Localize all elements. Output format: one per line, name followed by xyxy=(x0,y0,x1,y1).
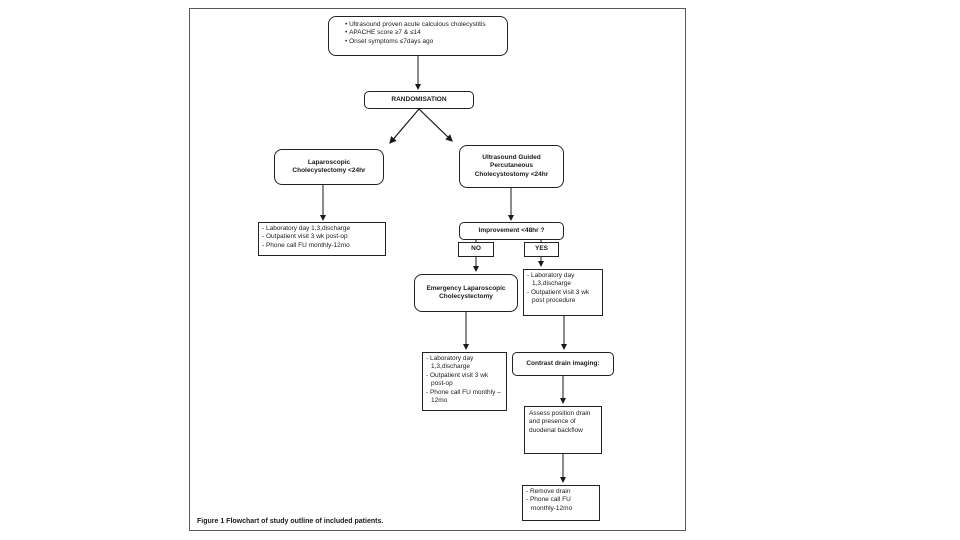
node-yes-followup: - Laboratory day 1,3,discharge - Outpati… xyxy=(523,269,603,316)
criteria-bullet: Onset symptoms ≤7days ago xyxy=(345,38,501,46)
figure-caption: Figure 1 Flowchart of study outline of i… xyxy=(197,518,384,525)
node-laparoscopic-cholecystectomy: Laparoscopic Cholecystectomy <24hr xyxy=(274,149,384,185)
us-line: Ultrasound Guided xyxy=(482,153,541,161)
node-assess-position: Assess position drain and presence of du… xyxy=(524,406,602,454)
assess-text: Assess position drain and presence of du… xyxy=(529,410,591,434)
followup-item: - Phone call FU monthly-12mo xyxy=(262,241,350,249)
emergency-line: Cholecystectomy xyxy=(439,293,493,300)
improvement-label: Improvement <48hr ? xyxy=(478,226,545,234)
node-emergency-cholecystectomy: Emergency Laparoscopic Cholecystectomy xyxy=(414,274,518,312)
followup-item: - Laboratory day 1,3,discharge xyxy=(262,225,351,232)
no-label: NO xyxy=(471,245,481,253)
yes-label: YES xyxy=(534,245,548,253)
node-emergency-followup: - Laboratory day 1,3,discharge - Outpati… xyxy=(422,352,507,411)
followup-item: - Laboratory day 1,3,discharge xyxy=(426,355,474,371)
us-line: Percutaneous xyxy=(490,162,533,170)
followup-item: - Outpatient visit 3 wk post-op xyxy=(426,371,489,388)
lap-line: Laparoscopic xyxy=(307,158,351,166)
node-lap-followup: - Laboratory day 1,3,discharge - Outpati… xyxy=(258,222,386,256)
followup-item: - Outpatient visit 3 wk post procedure xyxy=(527,288,590,305)
randomisation-label: RANDOMISATION xyxy=(391,95,447,103)
emergency-line: Emergency Laparoscopic xyxy=(426,284,506,292)
arrow-randomisation-to-us xyxy=(418,108,453,142)
node-contrast-drain-imaging: Contrast drain imaging: xyxy=(512,352,614,376)
figure-page: Ultrasound proven acute calculous cholec… xyxy=(189,8,686,531)
contrast-label: Contrast drain imaging: xyxy=(526,359,600,367)
criteria-bullet: APACHE score ≥7 & ≤14 xyxy=(345,29,501,37)
followup-item: - Outpatient visit 3 wk post-op xyxy=(262,233,348,241)
node-randomisation: RANDOMISATION xyxy=(364,91,474,109)
node-decision-yes: YES xyxy=(524,242,559,257)
arrow-randomisation-to-lap xyxy=(389,108,420,144)
node-decision-no: NO xyxy=(458,242,494,257)
followup-item: - Laboratory day 1,3,discharge xyxy=(527,272,575,288)
us-line: Cholecystostomy <24hr xyxy=(474,170,549,178)
node-remove-drain: - Remove drain - Phone call FU monthly-1… xyxy=(522,485,600,521)
followup-item: - Remove drain xyxy=(526,488,571,495)
followup-item: - Phone call FU monthly – 12mo xyxy=(426,388,501,405)
criteria-bullet: Ultrasound proven acute calculous cholec… xyxy=(345,21,501,29)
node-improvement-question: Improvement <48hr ? xyxy=(459,222,564,240)
flow-connectors xyxy=(320,56,567,483)
lap-line: Cholecystectomy <24hr xyxy=(292,167,366,174)
node-ultrasound-cholecystostomy: Ultrasound Guided Percutaneous Cholecyst… xyxy=(459,145,564,188)
followup-item: - Phone call FU monthly-12mo xyxy=(526,496,573,512)
node-inclusion-criteria: Ultrasound proven acute calculous cholec… xyxy=(328,16,508,56)
